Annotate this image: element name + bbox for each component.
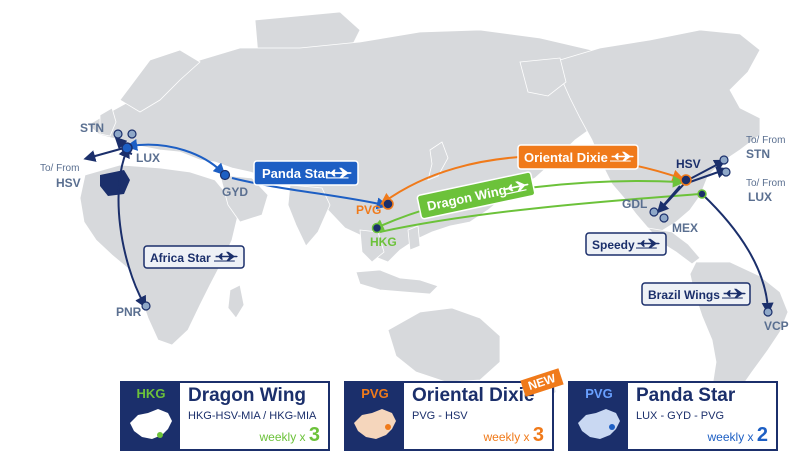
card-title: Dragon Wing: [188, 385, 307, 406]
card-side: PVG: [346, 383, 404, 449]
label-mex: MEX: [672, 221, 698, 235]
airport-nodes: [113, 129, 773, 317]
svg-text:Africa Star: Africa Star: [150, 251, 211, 265]
card-title: Oriental Dixie: [412, 385, 535, 406]
svg-text:Speedy: Speedy: [592, 238, 635, 252]
card-code: PVG: [361, 386, 389, 401]
label-hsv-us: HSV: [676, 157, 701, 171]
label-hkg: HKG: [370, 235, 397, 249]
card-route: LUX - GYD - PVG: [636, 410, 725, 422]
card-code: PVG: [585, 386, 613, 401]
label-gyd: GYD: [222, 185, 248, 199]
card-code: HKG: [136, 386, 166, 401]
china-map-icon: [354, 409, 396, 439]
svg-text:Panda Star: Panda Star: [262, 166, 330, 181]
card-frequency: weekly x 3: [259, 424, 320, 446]
card-oriental-dixie: PVG Oriental Dixie PVG - HSV weekly x 3: [344, 381, 554, 451]
card-frequency: weekly x 3: [483, 424, 544, 446]
card-dragon-wing: HKG Dragon Wing HKG-HSV-MIA / HKG-MIA we…: [120, 381, 330, 451]
route-label-africa-star: Africa Star: [143, 245, 245, 269]
svg-text:Brazil Wings: Brazil Wings: [648, 288, 720, 302]
label-stn-us: STN: [746, 147, 770, 161]
label-pvg: PVG: [356, 203, 381, 217]
label-hsv-eu: HSV: [56, 176, 81, 190]
route-label-oriental-dixie: Oriental Dixie: [517, 144, 639, 170]
china-map-icon: [130, 409, 172, 439]
land-masses: [79, 11, 789, 423]
card-title: Panda Star: [636, 385, 736, 406]
airport-labels: STN LUX To/ From HSV GYD PNR PVG HKG HSV…: [40, 121, 789, 333]
card-panda-star: PVG Panda Star LUX - GYD - PVG weekly x …: [568, 381, 778, 451]
route-label-brazil-wings: Brazil Wings: [641, 282, 751, 306]
label-lux-eu: LUX: [136, 151, 160, 165]
label-stn-eu: STN: [80, 121, 104, 135]
card-side: HKG: [122, 383, 180, 449]
route-label-panda-star: Panda Star: [253, 160, 359, 186]
card-frequency: weekly x 2: [707, 424, 768, 446]
card-route: PVG - HSV: [412, 410, 468, 422]
svg-text:Oriental Dixie: Oriental Dixie: [524, 150, 608, 165]
card-side: PVG: [570, 383, 628, 449]
card-route: HKG-HSV-MIA / HKG-MIA: [188, 410, 317, 422]
label-lux-us: LUX: [748, 190, 772, 204]
label-tofrom-us2: To/ From: [746, 178, 785, 189]
china-map-icon: [578, 409, 620, 439]
label-vcp: VCP: [764, 319, 789, 333]
route-label-speedy: Speedy: [585, 232, 667, 256]
label-tofrom-eu: To/ From: [40, 163, 79, 174]
label-tofrom-us1: To/ From: [746, 135, 785, 146]
label-pnr: PNR: [116, 305, 142, 319]
label-gdl: GDL: [622, 197, 647, 211]
